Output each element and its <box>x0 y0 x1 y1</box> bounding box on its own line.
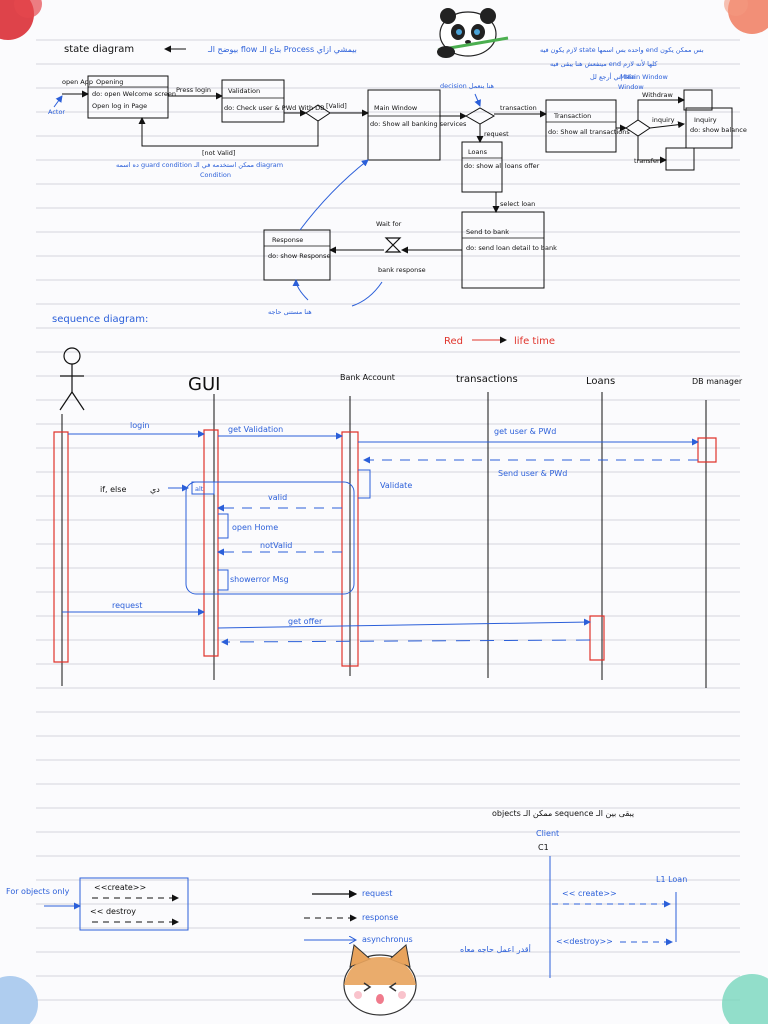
bank-response-label: bank response <box>378 266 426 274</box>
transaction-guard: transaction <box>500 104 537 112</box>
create2-label: << create>> <box>562 889 617 898</box>
legend-async: asynchronus <box>362 935 413 944</box>
select-loan: select loan <box>500 200 535 208</box>
legend-response: response <box>362 913 398 922</box>
opening-do2: Open log in Page <box>92 102 147 110</box>
transaction-do: do: Show all transactions <box>548 128 630 136</box>
main-window-title: Main Window <box>374 104 418 112</box>
async-note: أقدر اعمل حاجه معاه <box>460 944 531 954</box>
object-gui: GUI <box>188 374 220 395</box>
state-diagram: state diagram بيوضح الـ flow بتاع الـ Pr… <box>48 44 747 316</box>
object-transactions: transactions <box>456 374 518 385</box>
send-do: do: send loan detail to bank <box>466 244 557 252</box>
msg-get-user: get user & PWd <box>494 427 556 436</box>
msg-valid: valid <box>268 493 287 502</box>
sequence-diagram: sequence diagram: Red life time GUI Bank… <box>52 314 743 688</box>
validation-title: Validation <box>228 87 260 95</box>
l1-loan-label: L1 Loan <box>656 875 687 884</box>
actor-label: Actor <box>48 108 65 116</box>
validation-do: do: Check user & PWd With DB <box>224 104 325 112</box>
cat-sticker <box>343 945 417 1016</box>
end-note-1: لازم يكون فيه state واحده بس اسمها end ب… <box>540 46 704 54</box>
validation-state <box>222 80 284 122</box>
lifelines <box>62 392 706 688</box>
not-valid-guard: [not Valid] <box>202 149 235 157</box>
transaction-state <box>546 100 616 152</box>
panda-sticker <box>437 8 508 58</box>
inquiry-title: Inquiry <box>694 116 717 124</box>
main-window-state <box>368 90 440 160</box>
destroy-label: << destroy <box>90 907 136 916</box>
activation-bars <box>54 430 716 666</box>
legend-request: request <box>362 889 392 898</box>
object-loans: Loans <box>586 376 615 387</box>
for-objects-only: For objects only <box>6 887 70 896</box>
actor-stick-figure <box>60 347 84 410</box>
decision-note: decision هنا بنعمل <box>440 82 494 90</box>
object-bank-account: Bank Account <box>340 373 395 382</box>
create-label: <<create>> <box>94 883 146 892</box>
msg-get-offer: get offer <box>288 617 323 626</box>
window-label: Window <box>618 83 644 91</box>
opening-do: do: open Welcome screen <box>92 90 176 98</box>
legend-life-time: life time <box>514 336 555 347</box>
end-note-3: إني أرجع لل Main Window <box>590 72 668 81</box>
msg-send-user: Send user & PWd <box>498 469 567 478</box>
destroy2-label: <<destroy>> <box>556 937 613 946</box>
withdraw-state <box>684 90 712 110</box>
if-note: دي <box>150 485 160 494</box>
inquiry-state <box>686 108 732 148</box>
msg-login: login <box>130 421 150 430</box>
guard-note-2: Condition <box>200 171 231 179</box>
request-guard: request <box>484 130 509 138</box>
send-title: Send to bank <box>466 228 509 236</box>
msg-open-home: open Home <box>232 523 278 532</box>
msg-validate: Validate <box>380 481 412 490</box>
msg-get-validation: get Validation <box>228 425 283 434</box>
create-destroy-box <box>80 878 188 930</box>
transaction-title: Transaction <box>553 112 591 120</box>
loans-title: Loans <box>468 148 488 156</box>
inquiry-do: do: show balance <box>690 126 747 134</box>
service-decision <box>466 108 494 124</box>
inquiry-guard: inquiry <box>652 116 675 124</box>
main-window-do: do: Show all banking services <box>370 120 467 128</box>
opening-state <box>88 76 168 118</box>
loans-state <box>462 142 502 192</box>
press-login: Press login <box>176 86 211 94</box>
object-db-manager: DB manager <box>692 377 743 386</box>
messages <box>62 430 699 646</box>
valid-guard: [Valid] <box>326 102 347 110</box>
loans-do: do: show all loans offer <box>464 162 540 170</box>
guard-note: ده اسمه guard condition ممكن استخدمه في … <box>116 161 283 169</box>
c1-label: C1 <box>538 843 549 852</box>
flow-note: بيوضح الـ flow بتاع الـ Process بيمشي از… <box>207 45 357 54</box>
alt-label: alt <box>195 485 204 493</box>
legend-red: Red <box>444 336 463 347</box>
msg-if-else: if, else <box>100 485 126 494</box>
wait-hourglass-icon <box>386 238 400 252</box>
transfer-guard: transfer <box>634 157 660 165</box>
start-label: open App <box>62 78 93 86</box>
ruled-lines <box>36 40 740 1000</box>
notation-legend: objects ممكن الـ sequence يبقى بين الـ F… <box>6 809 687 978</box>
response-do: do: show Response <box>268 252 330 260</box>
waiting-note: هنا مستنى حاجه <box>268 308 312 316</box>
opening-title: Opening <box>96 78 123 86</box>
transfer-state <box>666 148 694 170</box>
main-label: Main <box>620 73 636 81</box>
msg-show-error: showerror Msg <box>230 575 289 584</box>
objects-note: objects ممكن الـ sequence يبقى بين الـ <box>492 809 634 818</box>
response-title: Response <box>272 236 303 244</box>
withdraw-guard: Withdraw <box>642 91 674 99</box>
sequence-title: sequence diagram: <box>52 314 148 325</box>
client-label: Client <box>536 829 559 838</box>
wait-label: Wait for <box>376 220 402 228</box>
msg-request: request <box>112 601 142 610</box>
msg-not-valid: notValid <box>260 541 292 550</box>
end-note-2: مينفعش هنا يبقى فيه end كلها لأنه لازم <box>550 59 658 68</box>
state-diagram-title: state diagram <box>64 44 134 55</box>
